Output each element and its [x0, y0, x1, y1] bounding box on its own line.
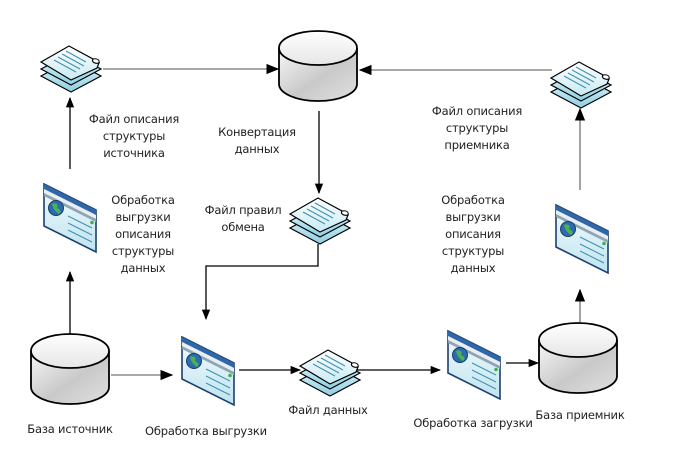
target-structure-file-icon: [550, 61, 612, 109]
edge-rules-file-to-export-processing: [201, 244, 319, 321]
source-structure-export-form-icon: [43, 183, 97, 253]
target-database-icon: [538, 322, 618, 394]
target-structure-export-label: Обработка выгрузки описания структуры да…: [441, 193, 505, 275]
source-structure-file-label: Файл описания структуры источника: [88, 112, 180, 160]
target-database-label: База приемник: [535, 408, 625, 422]
target-structure-export-form-icon: [555, 204, 609, 274]
target-structure-file-label: Файл описания структуры приемника: [431, 104, 523, 152]
data-file-icon: [299, 349, 361, 397]
source-database-icon: [30, 333, 110, 405]
conversion-label: Конвертация данных: [218, 125, 296, 156]
source-structure-file-icon: [40, 45, 102, 93]
export-processing-label: Обработка выгрузки: [145, 424, 267, 438]
data-file-label: Файл данных: [288, 403, 368, 417]
import-processing-label: Обработка загрузки: [413, 416, 533, 430]
exchange-rules-file-label: Файл правил обмена: [204, 203, 282, 234]
edges: [65, 63, 586, 381]
source-database-label: База источник: [27, 422, 113, 436]
export-processing-form-icon: [181, 336, 235, 406]
import-processing-form-icon: [447, 330, 501, 400]
conversion-database-icon: [278, 30, 358, 102]
exchange-rules-file-icon: [289, 197, 351, 245]
source-structure-export-label: Обработка выгрузки описания структуры да…: [111, 193, 175, 275]
